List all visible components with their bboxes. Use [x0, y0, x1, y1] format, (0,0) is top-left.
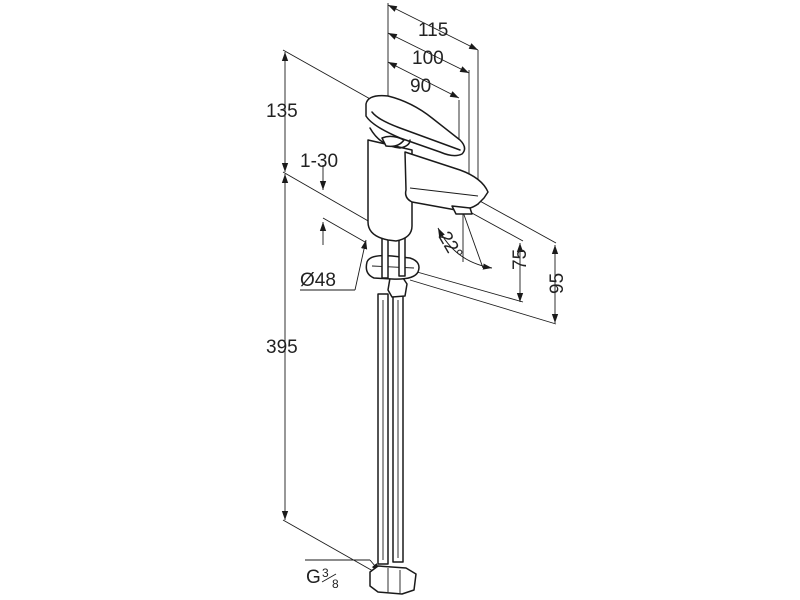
thread-fraction-den: 8 — [332, 577, 339, 591]
dim-90-label: 90 — [410, 76, 431, 97]
dim-1-30-label: 1-30 — [300, 151, 338, 172]
dim-diameter-label: Ø48 — [300, 270, 336, 291]
thread-prefix: G — [306, 567, 321, 588]
dim-95-label: 95 — [547, 273, 568, 294]
hose-connector — [369, 565, 417, 595]
dimension-lines — [281, 3, 559, 576]
thread-fraction-num: 3 — [322, 566, 329, 580]
dim-100-label: 100 — [412, 48, 444, 69]
mounting-nut — [387, 277, 408, 298]
dim-115-label: 115 — [418, 20, 448, 41]
lever-handle — [365, 94, 466, 157]
faucet-column — [367, 139, 413, 242]
spout — [404, 151, 489, 211]
dim-75-label: 75 — [510, 249, 531, 270]
aerator — [451, 205, 473, 215]
faucet-body — [365, 94, 489, 595]
dim-angle-label: 22° — [434, 228, 467, 263]
dim-135-label: 135 — [266, 101, 298, 122]
dim-395-label: 395 — [266, 337, 298, 358]
thread-size-label: G 3 8 — [306, 566, 339, 591]
